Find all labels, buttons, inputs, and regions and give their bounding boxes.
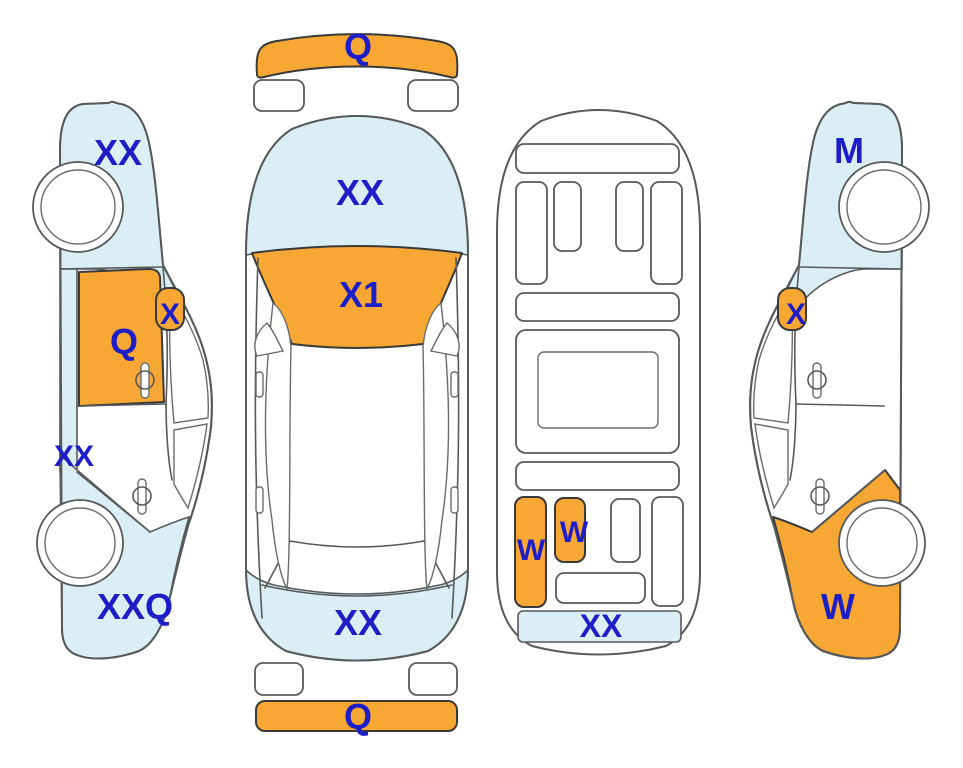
top-hood-label: XX <box>336 172 384 213</box>
top-right-rear-door-handle <box>450 486 459 514</box>
right-car-outline <box>749 100 903 660</box>
left-quarter-seam <box>76 471 151 533</box>
right-door-top-seam <box>798 266 903 270</box>
left-front-wheel <box>40 169 116 245</box>
underbody-rear-left-side-member <box>514 496 547 608</box>
underbody-mid-cross-member <box>515 292 680 322</box>
underbody-front-right-side-member <box>650 181 683 285</box>
underbody-side-member-label: W <box>517 534 546 567</box>
left-door-mirror <box>155 287 185 331</box>
top-right-headlight <box>407 79 459 112</box>
top-windshield-label: X1 <box>339 274 383 315</box>
left-front-door-keyhole <box>135 370 155 390</box>
left-front-door-label: Q <box>110 321 138 362</box>
left-door-mid-seam <box>77 403 167 407</box>
left-rear-quarter-label: XXQ <box>97 586 173 627</box>
top-right-door-mirror <box>429 322 460 357</box>
right-front-door-keyhole <box>807 370 827 390</box>
underbody-front-right-rail <box>615 181 644 252</box>
underbody-rear-right-side-member <box>651 496 684 607</box>
right-rear-quarter-label: W <box>821 586 855 627</box>
right-quarter-seam <box>811 469 886 533</box>
top-roof-rear-edge <box>289 540 425 548</box>
right-door-mid-seam <box>795 403 885 407</box>
top-rear-window-edge <box>261 584 453 597</box>
top-left-front-door-handle <box>255 371 264 398</box>
left-rear-door-keyhole <box>132 486 152 506</box>
underside-view: W W XX <box>496 109 701 656</box>
left-mirror-label: X <box>160 298 180 331</box>
left-rear-wheel <box>44 507 116 579</box>
underbody-front-cross-member <box>515 143 680 174</box>
top-rear-bumper-label: Q <box>344 696 372 737</box>
left-front-door-handle <box>140 362 150 399</box>
right-rear-wheel <box>846 507 918 579</box>
top-right-side-glass <box>422 301 450 592</box>
right-rear-door-keyhole <box>810 486 830 506</box>
right-rear-door-handle <box>815 478 825 515</box>
left-side-view: XX X Q XX XXQ <box>32 100 213 660</box>
top-right-taillight <box>408 662 458 696</box>
top-front-bumper <box>255 33 459 79</box>
top-car-outline <box>245 115 469 662</box>
underbody-rear-panel <box>517 610 682 643</box>
underbody-spare-well <box>555 572 646 604</box>
right-door-mirror <box>777 287 807 331</box>
left-door-top-seam <box>59 266 164 270</box>
left-rear-window <box>173 423 208 510</box>
left-rocker-label: XX <box>54 440 94 473</box>
underbody-rear-left-rail <box>554 497 586 563</box>
top-left-door-mirror <box>254 322 285 357</box>
underbody-rear-cross-member <box>515 461 680 491</box>
right-mirror-label: X <box>786 298 806 331</box>
top-left-side-glass <box>264 301 292 592</box>
underbody-front-left-side-member <box>515 181 548 285</box>
left-car-outline <box>59 100 213 660</box>
left-rear-door-handle <box>137 478 147 515</box>
top-left-sill-line <box>254 257 263 619</box>
top-front-bumper-label: Q <box>344 26 372 67</box>
right-front-wheel <box>846 169 922 245</box>
right-side-view <box>749 100 930 660</box>
top-right-front-door-handle <box>450 371 459 398</box>
underbody-cross-member-label: W <box>560 516 589 549</box>
top-left-taillight <box>254 662 304 696</box>
underbody-rear-right-rail <box>610 498 641 563</box>
top-left-rear-door-handle <box>255 486 264 514</box>
underbody-rear-panel-label: XX <box>580 608 623 644</box>
left-front-fender-label: XX <box>94 132 142 173</box>
top-rear-bumper <box>255 700 458 732</box>
underbody-front-left-rail <box>553 181 582 252</box>
right-front-fender-label: M <box>834 130 864 171</box>
top-view: Q XX X1 XX Q <box>245 26 469 737</box>
underbody-floor-pan-inner <box>537 351 659 429</box>
top-right-sill-line <box>451 257 460 619</box>
right-rear-window <box>754 423 789 510</box>
top-trunk-label: XX <box>334 602 382 643</box>
top-left-headlight <box>253 79 305 112</box>
right-front-door-handle <box>812 362 822 399</box>
